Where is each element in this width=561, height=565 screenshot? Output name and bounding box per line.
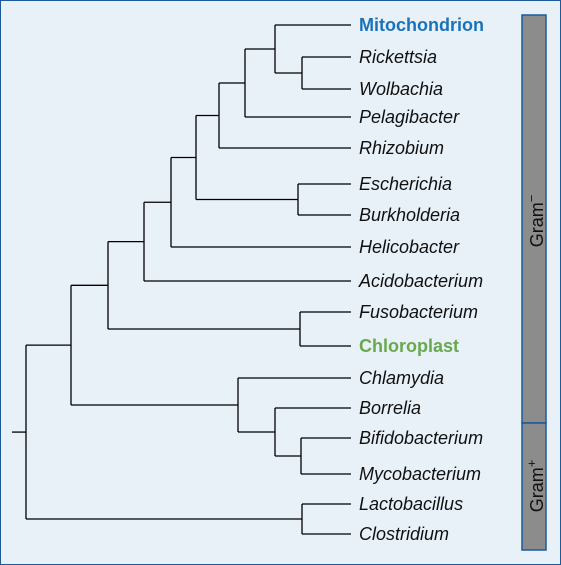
taxon-label-mitochondrion: Mitochondrion [359, 15, 484, 35]
taxon-label-burkholderia: Burkholderia [359, 205, 460, 225]
gram-negative-superscript: − [524, 195, 539, 203]
taxon-labels: MitochondrionRickettsiaWolbachiaPelagiba… [358, 15, 484, 544]
gram-positive-superscript: + [524, 460, 539, 468]
taxon-label-chlamydia: Chlamydia [359, 368, 444, 388]
taxon-label-pelagibacter: Pelagibacter [359, 107, 460, 127]
gram-positive-name: Gram [527, 467, 547, 512]
taxon-label-clostridium: Clostridium [359, 524, 449, 544]
gram-positive-bar [521, 422, 547, 551]
taxon-label-rhizobium: Rhizobium [359, 138, 444, 158]
taxon-label-chloroplast: Chloroplast [359, 336, 459, 356]
taxon-label-wolbachia: Wolbachia [359, 79, 443, 99]
taxon-label-helicobacter: Helicobacter [359, 237, 460, 257]
taxon-label-fusobacterium: Fusobacterium [359, 302, 478, 322]
taxon-label-lactobacillus: Lactobacillus [359, 494, 463, 514]
taxon-label-acidobacterium: Acidobacterium [358, 271, 483, 291]
tree-branches [12, 24, 351, 535]
taxon-label-rickettsia: Rickettsia [359, 47, 437, 67]
taxon-label-mycobacterium: Mycobacterium [359, 464, 481, 484]
gram-groups-bar: Gram− Gram+ [521, 14, 547, 551]
gram-negative-label: Gram− [524, 195, 547, 248]
gram-positive-label: Gram+ [524, 460, 547, 513]
taxon-label-bifidobacterium: Bifidobacterium [359, 428, 483, 448]
gram-negative-name: Gram [527, 202, 547, 247]
taxon-label-escherichia: Escherichia [359, 174, 452, 194]
taxon-label-borrelia: Borrelia [359, 398, 421, 418]
